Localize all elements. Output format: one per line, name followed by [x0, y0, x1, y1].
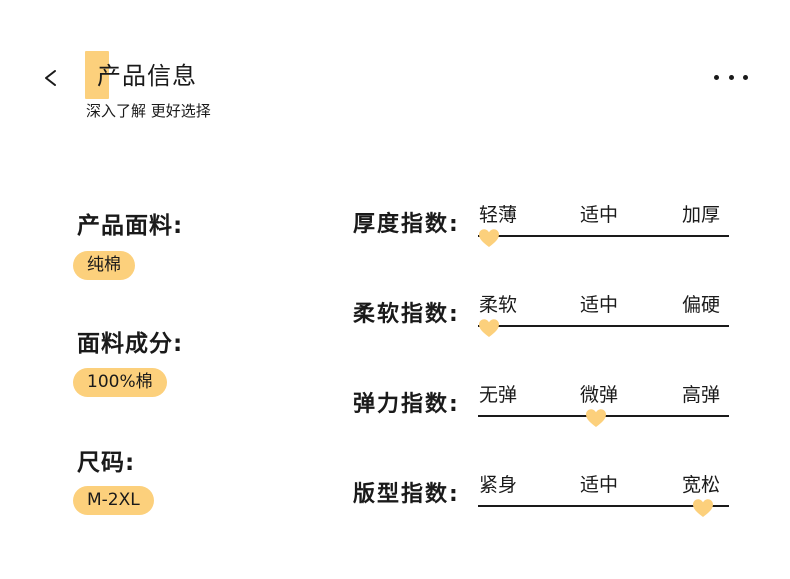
fit-option-1: 紧身 [479, 474, 518, 496]
softness-track [478, 325, 729, 327]
fit-track [478, 505, 729, 507]
size-label: 尺码: [77, 450, 136, 476]
heart-icon [586, 409, 606, 427]
heart-icon [693, 499, 713, 517]
title-accent-bar [85, 51, 109, 99]
fabric-label: 产品面料: [77, 213, 184, 239]
page-subtitle: 深入了解 更好选择 [86, 102, 211, 120]
more-horizontal-icon [743, 74, 748, 80]
thickness-track [478, 235, 729, 237]
size-chip: M-2XL [73, 486, 154, 515]
heart-icon [479, 229, 499, 247]
composition-chip: 100%棉 [73, 368, 167, 397]
heart-icon [479, 319, 499, 337]
elasticity-option-2: 微弹 [580, 384, 619, 406]
thickness-index-label: 厚度指数: [353, 212, 460, 237]
softness-option-3: 偏硬 [682, 294, 721, 316]
chevron-left-icon [45, 70, 56, 86]
fit-index-label: 版型指数: [353, 482, 460, 507]
thickness-option-1: 轻薄 [479, 204, 518, 226]
elasticity-index-label: 弹力指数: [353, 392, 460, 417]
softness-option-1: 柔软 [479, 294, 518, 316]
fabric-chip: 纯棉 [73, 251, 135, 280]
page-title: 产品信息 [97, 62, 197, 90]
composition-label: 面料成分: [77, 331, 184, 357]
fit-option-2: 适中 [580, 474, 619, 496]
more-horizontal-icon [714, 74, 719, 80]
thickness-option-3: 加厚 [682, 204, 721, 226]
softness-option-2: 适中 [580, 294, 619, 316]
more-horizontal-icon [728, 74, 734, 80]
softness-index-label: 柔软指数: [353, 302, 460, 327]
thickness-option-2: 适中 [580, 204, 619, 226]
fit-option-3: 宽松 [682, 474, 721, 496]
more-button[interactable] [714, 68, 748, 86]
elasticity-option-1: 无弹 [479, 384, 518, 406]
back-button[interactable] [40, 64, 64, 92]
elasticity-option-3: 高弹 [682, 384, 721, 406]
